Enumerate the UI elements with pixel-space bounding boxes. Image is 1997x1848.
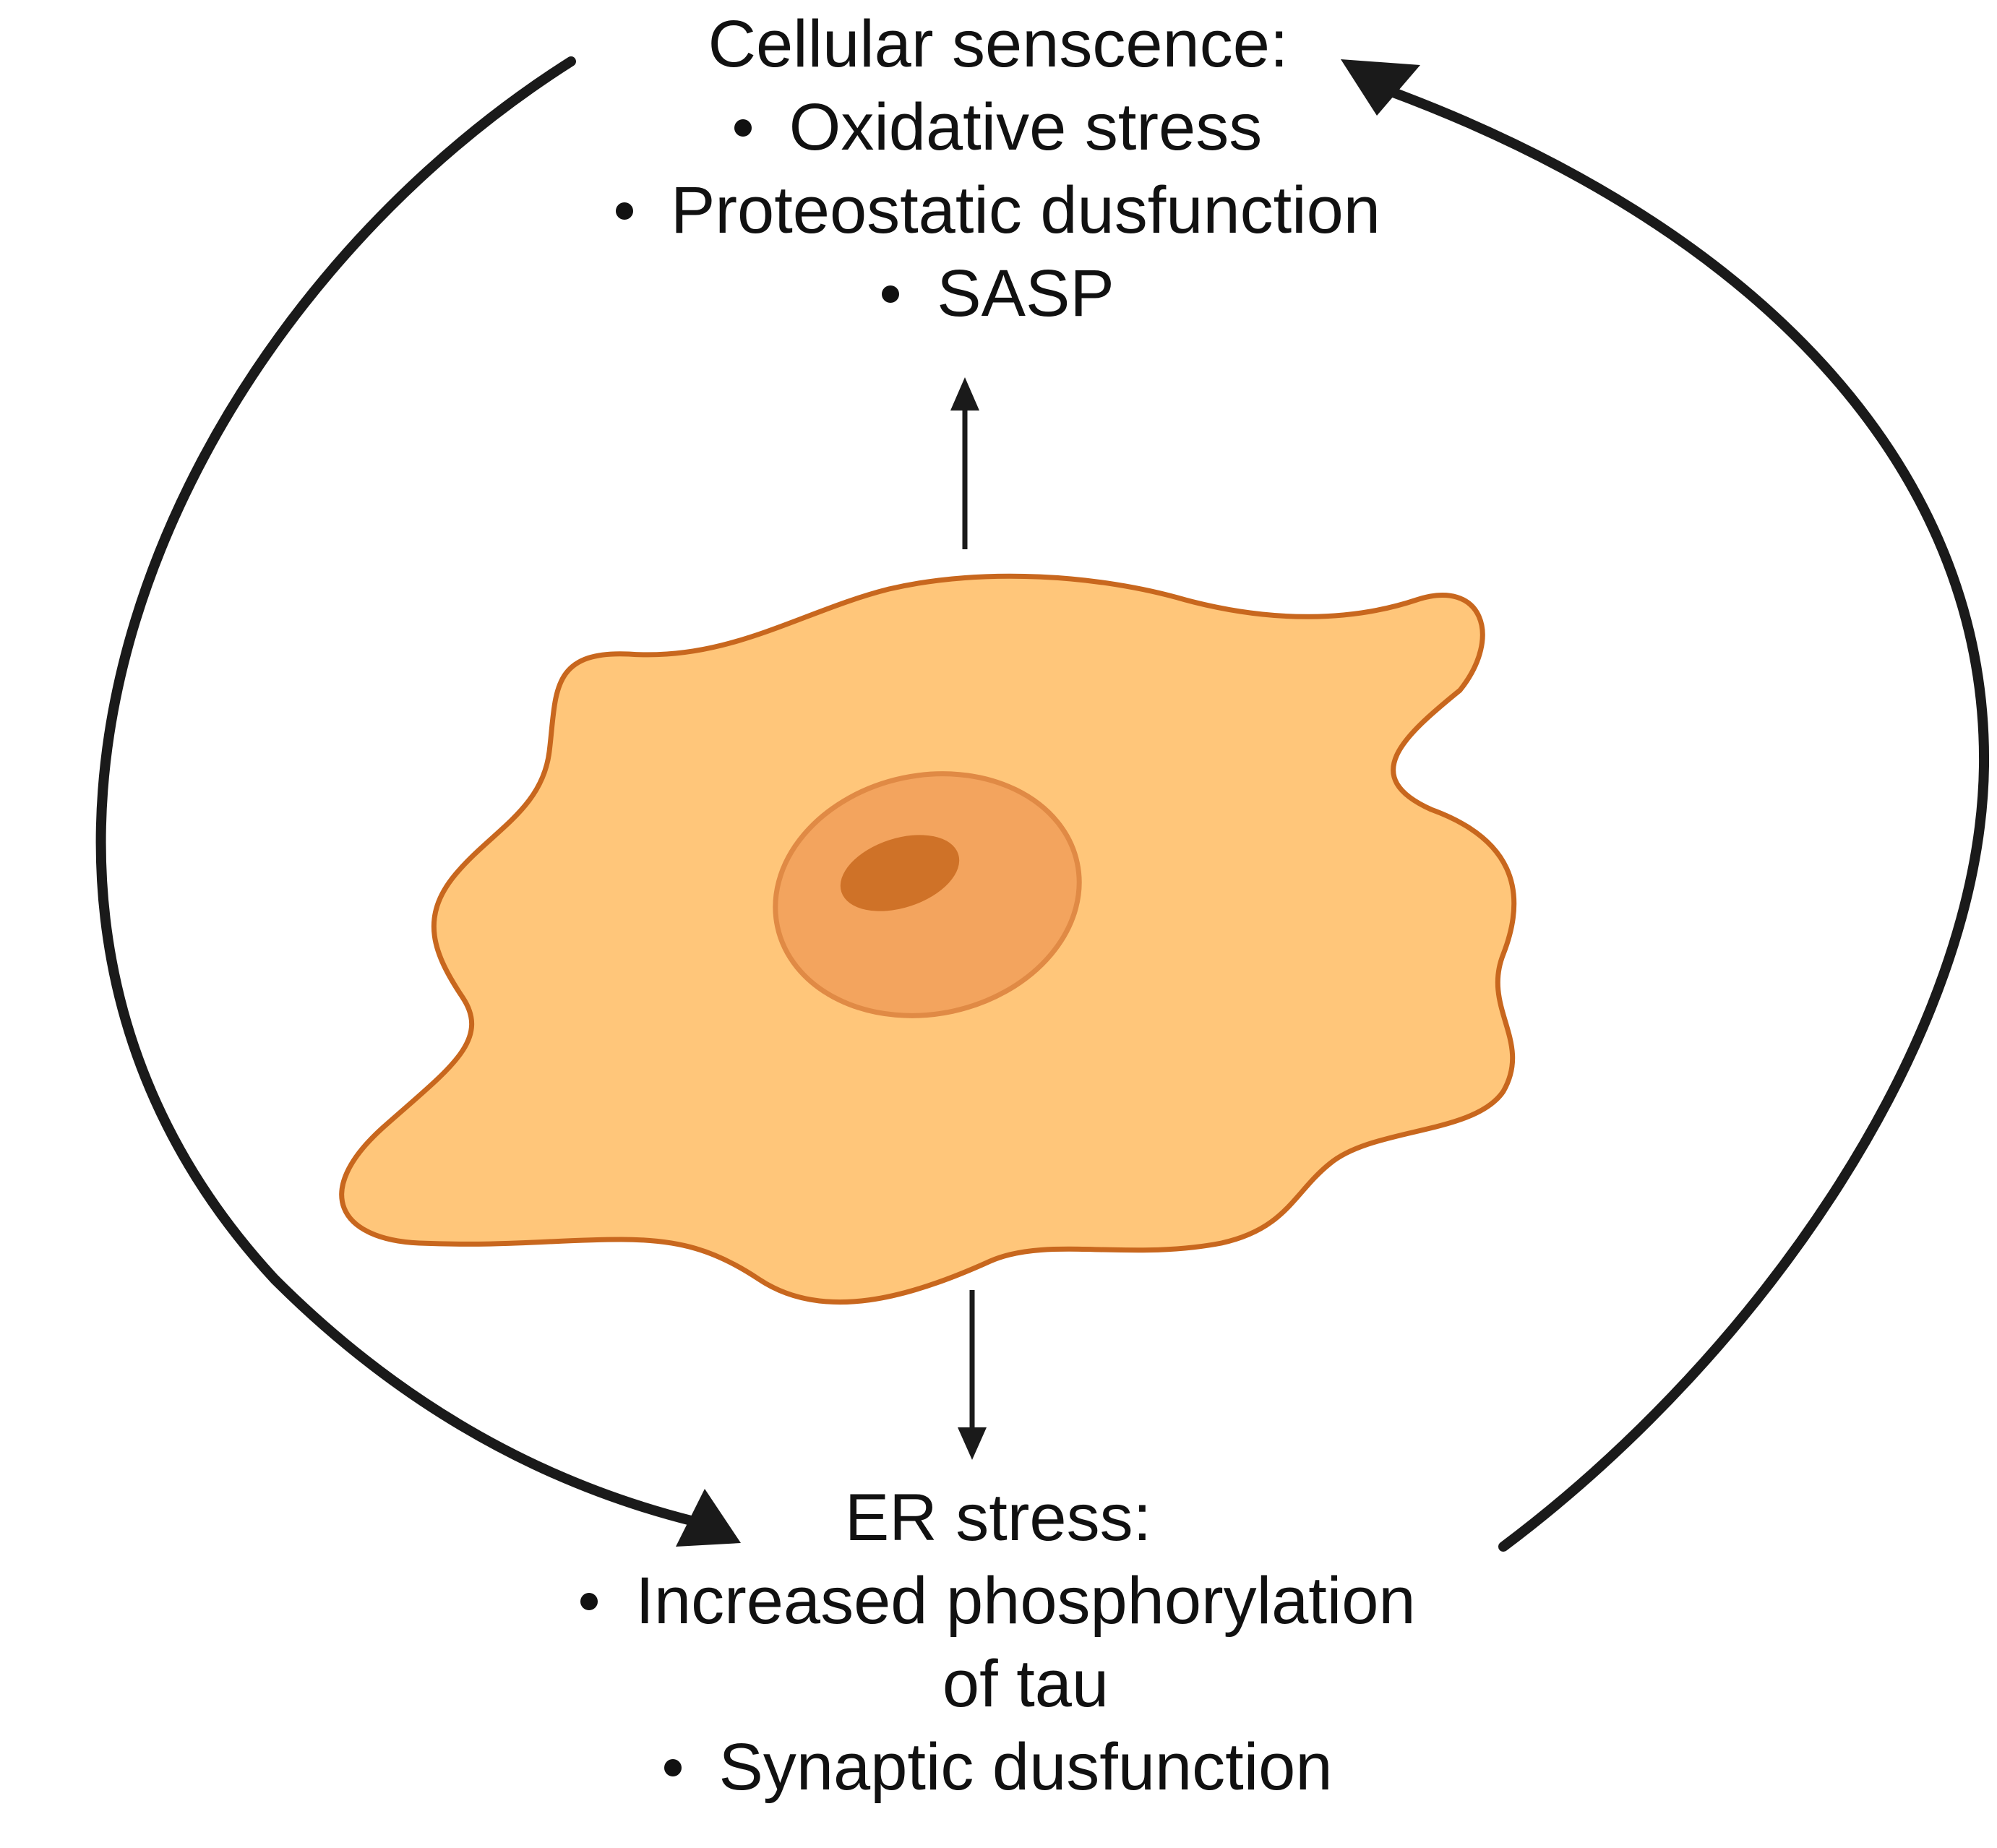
bullet-item: Oxidative stress [492, 86, 1504, 169]
bullet-dot [882, 285, 900, 303]
bullet-item: Increased phosphorylation [492, 1560, 1504, 1643]
right-feedback-arc [1383, 85, 1990, 1552]
bullet-dot [734, 119, 752, 137]
cellular-senescence-heading: Cellular senscence: [708, 7, 1289, 81]
up-arrow-head [950, 377, 979, 411]
bullet-text: Increased phosphorylation [635, 1564, 1416, 1638]
er-stress-heading: ER stress: [844, 1481, 1152, 1555]
bullet-text-continuation: of tau [942, 1647, 1109, 1721]
bullet-item: Proteostatic dusfunction [492, 169, 1504, 252]
bullet-text: SASP [937, 257, 1115, 330]
bullet-text: Oxidative stress [789, 90, 1263, 164]
cell-nucleolus [840, 835, 960, 911]
left-feedback-arrowhead [676, 1489, 741, 1547]
bullet-dot [580, 1592, 598, 1610]
right-feedback-arrowhead [1341, 59, 1420, 116]
left-feedback-arc [95, 56, 699, 1526]
down-arrow-head [958, 1427, 987, 1460]
bullet-item: Synaptic dusfunction [492, 1726, 1504, 1809]
cellular-senescence-block: Cellular senscence: Oxidative stress Pro… [492, 3, 1504, 335]
bullet-dot [663, 1758, 682, 1776]
bullet-item: SASP [492, 252, 1504, 335]
er-stress-block: ER stress: Increased phosphorylation of … [492, 1477, 1504, 1809]
bullet-text: Proteostatic dusfunction [671, 173, 1380, 247]
bullet-text: Synaptic dusfunction [718, 1730, 1333, 1804]
bullet-dot [616, 202, 634, 220]
